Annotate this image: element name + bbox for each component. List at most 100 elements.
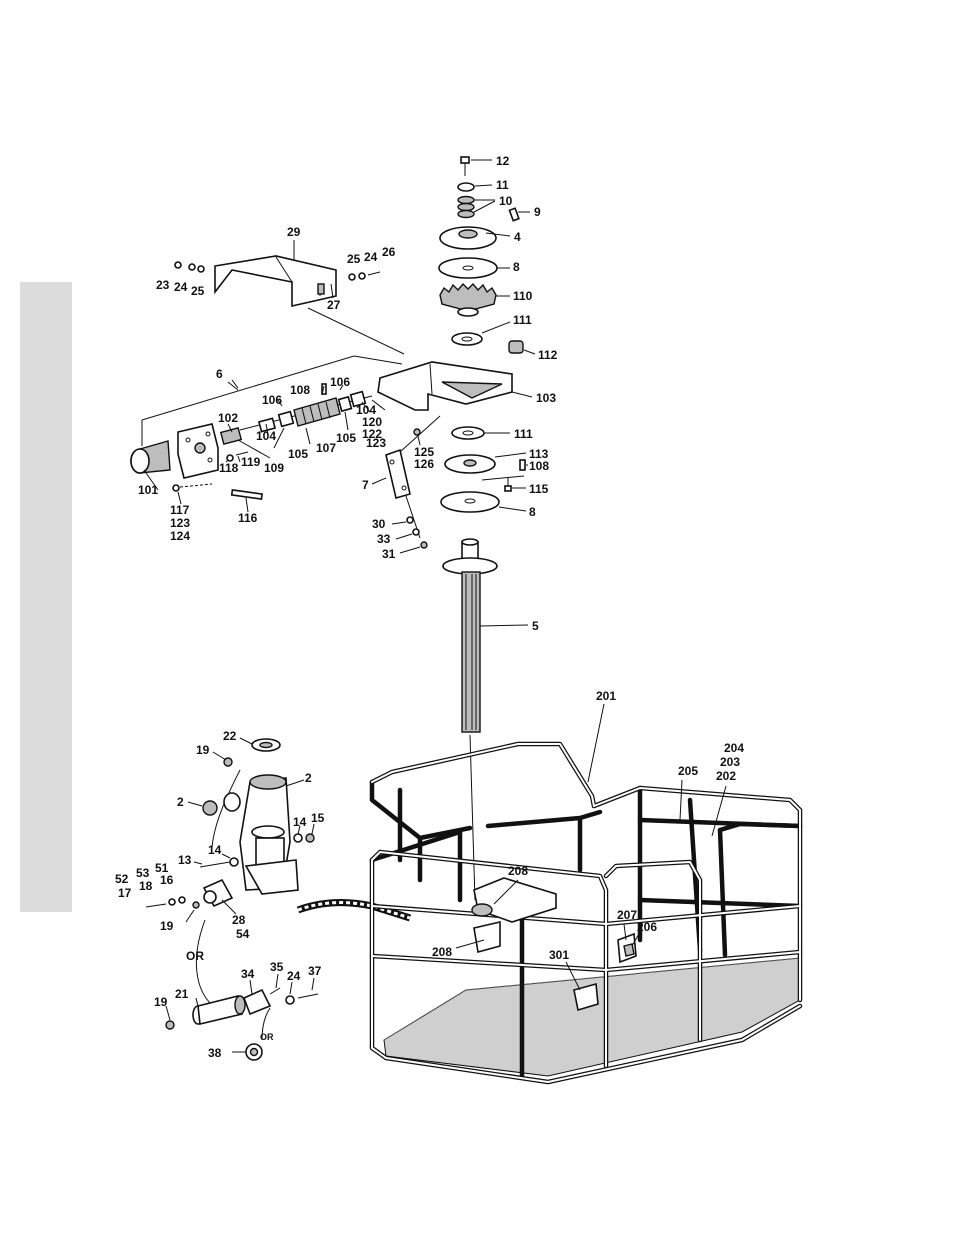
label-26: 26 [382, 245, 396, 259]
label-203: 203 [720, 755, 740, 769]
label-112: 112 [538, 348, 558, 362]
label-5: 5 [532, 619, 539, 633]
label-7: 7 [362, 478, 369, 492]
gear-cover-29 [215, 256, 336, 306]
collar-top [462, 539, 478, 545]
label-15: 15 [311, 811, 325, 825]
washer-24b [359, 273, 365, 279]
label-14b: 14 [208, 843, 222, 857]
label-116: 116 [238, 511, 258, 525]
screw-17 [146, 904, 166, 907]
washer-24a [189, 264, 195, 270]
mount-102-bore [195, 443, 205, 453]
label-123b: 123 [170, 516, 190, 530]
label-54: 54 [236, 927, 250, 941]
label-52: 52 [115, 872, 129, 886]
shaft-assembly-line [470, 735, 475, 900]
label-104a: 104 [256, 429, 276, 443]
grease-fitting-19b [193, 902, 199, 908]
bolt-26 [368, 272, 380, 275]
label-19a: 19 [196, 743, 210, 757]
label-28: 28 [232, 913, 246, 927]
label-106a: 106 [330, 375, 350, 389]
bearing-105a [279, 412, 294, 427]
label-101: 101 [138, 483, 158, 497]
control-lever-7 [386, 450, 410, 498]
label-117: 117 [170, 503, 190, 517]
label-53: 53 [136, 866, 150, 880]
label-106b: 106 [262, 393, 282, 407]
label-107: 107 [316, 441, 336, 455]
housing-2-top [250, 775, 286, 789]
rotation-shaft-5 [462, 572, 480, 732]
bearing-112 [509, 341, 523, 353]
label-24a: 24 [174, 280, 188, 294]
label-17: 17 [118, 886, 132, 900]
label-31: 31 [382, 547, 396, 561]
label-204: 204 [724, 741, 744, 755]
label-110: 110 [513, 289, 533, 303]
label-25b: 25 [347, 252, 361, 266]
bolt-115-head [505, 486, 511, 491]
label-21: 21 [175, 987, 189, 1001]
label-111a: 111 [513, 313, 532, 327]
key-9 [509, 208, 518, 220]
key-116 [232, 490, 262, 499]
cover-assembly-line [308, 308, 404, 354]
label-16: 16 [160, 873, 174, 887]
nut-15 [306, 834, 314, 842]
stud-27 [318, 284, 324, 294]
bolt-35 [270, 988, 280, 994]
worm-gear-110 [440, 284, 496, 311]
label-206: 206 [637, 920, 657, 934]
plate-113-arm [482, 476, 524, 480]
label-115: 115 [529, 482, 549, 496]
label-2b: 2 [177, 795, 184, 809]
friction-disc-8b [441, 492, 499, 512]
friction-disc-8a [439, 258, 497, 278]
label-8b: 8 [529, 505, 536, 519]
plate-113-hub [464, 460, 476, 466]
label-9: 9 [534, 205, 541, 219]
label-111b: 111 [514, 427, 533, 441]
label-118: 118 [219, 461, 239, 475]
bracket-208-lower [474, 922, 500, 952]
plate-34 [244, 990, 270, 1014]
label-108a: 108 [290, 383, 310, 397]
thrust-washer-111b [452, 427, 484, 439]
label-19c: 19 [154, 995, 168, 1009]
washer-25a [198, 266, 204, 272]
clevis-30 [407, 517, 413, 523]
pin-33 [413, 529, 419, 535]
label-29: 29 [287, 225, 301, 239]
washer-25b [349, 274, 355, 280]
mount-208-hub [472, 904, 492, 916]
side-tab [20, 282, 72, 912]
label-126: 126 [414, 457, 434, 471]
label-37: 37 [308, 964, 322, 978]
clip-31 [421, 542, 427, 548]
label-208a: 208 [508, 864, 528, 878]
label-109: 109 [264, 461, 284, 475]
label-11: 11 [496, 178, 509, 192]
pin-108b [520, 460, 525, 470]
spring-washer-10b [458, 204, 474, 211]
washer-24c [286, 996, 294, 1004]
label-205: 205 [678, 764, 698, 778]
label-105b: 105 [288, 447, 308, 461]
label-19b: 19 [160, 919, 174, 933]
washer-18 [169, 899, 175, 905]
worm-107 [294, 398, 340, 426]
roller-2 [203, 801, 217, 815]
label-38: 38 [208, 1046, 222, 1060]
gear-110-hub [458, 308, 478, 316]
screw-125 [414, 429, 420, 435]
label-6: 6 [216, 367, 223, 381]
label-22: 22 [223, 729, 237, 743]
label-124: 124 [170, 529, 190, 543]
swivel-bracket-assembly [146, 739, 318, 1060]
label-23: 23 [156, 278, 170, 292]
label-105a: 105 [336, 431, 356, 445]
thrust-washer-111a [452, 333, 482, 345]
spring-washer-10a [458, 197, 474, 204]
